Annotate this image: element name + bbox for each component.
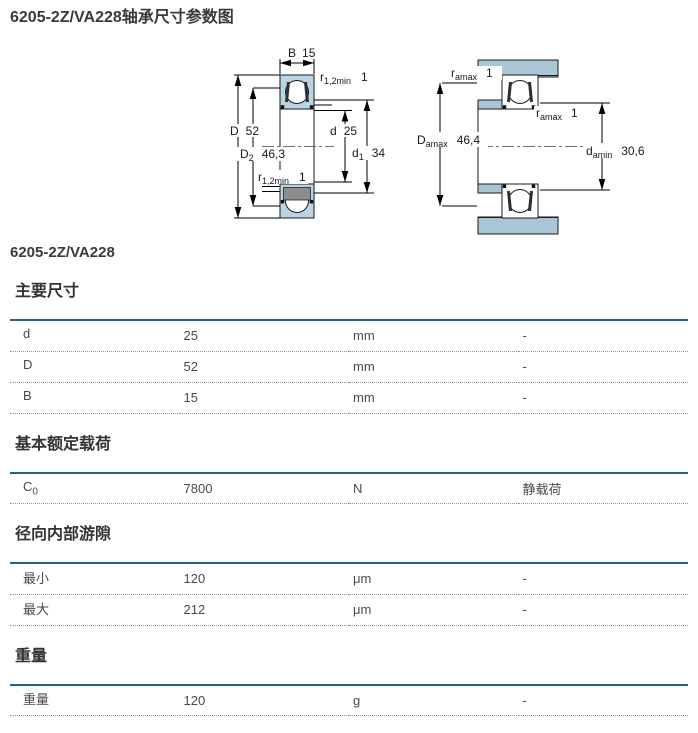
spec-table: C0 7800 N 静载荷 [10,471,688,504]
spec-label-cell: d [10,320,180,352]
section-heading: 重量 [15,647,48,665]
spec-unit-cell: N [349,472,519,504]
spec-label-text: C [23,478,33,494]
housing-bottom [477,216,559,235]
spec-label-text: d [23,326,31,342]
spec-note-cell: 静载荷 [518,472,688,504]
ball [285,80,309,104]
ball [508,80,532,104]
spec-value-cell: 15 [179,382,349,414]
spec-label-sub: 0 [32,486,38,498]
shaft-shoulder-top [477,99,503,110]
bearing-designation: 6205-2Z/VA228 [10,244,115,261]
spec-note-cell: - [518,563,688,595]
ball [508,189,532,213]
table-row: 最小 120 μm - [10,563,688,595]
spec-label-cell: C0 [10,472,180,504]
section-heading: 径向内部游隙 [15,526,112,543]
spec-label-text: 最大 [23,601,50,617]
spec-label-text: 最小 [23,570,50,586]
spec-note-cell: - [518,382,688,414]
spec-label-cell: 最小 [10,563,180,595]
section-radial-internal-clearance: 径向内部游隙 最小 120 μm - 最大 212 μm - [0,526,698,626]
spec-note-cell: - [518,351,688,383]
spec-label-cell: 最大 [10,594,180,626]
right-top-ring-section [501,74,539,110]
section-heading: 基本额定载荷 [15,435,112,453]
spec-note-cell: - [518,320,688,352]
spec-value-cell: 7800 [179,472,349,504]
table-row: 重量 120 g - [10,684,688,716]
table-row: d 25 mm - [10,320,688,352]
section-principal-dimensions: 主要尺寸 d 25 mm - D 52 mm - B 15 mm - [0,283,698,414]
table-row: B 15 mm - [10,382,688,414]
spec-value-cell: 52 [179,351,349,383]
spec-unit-cell: mm [349,320,519,352]
spec-label-cell: 重量 [10,684,180,716]
spec-label-text: D [23,357,33,373]
spec-note-cell: - [518,684,688,716]
right-mounted-bearing-diagram [460,59,630,235]
spec-table: 重量 120 g - [10,683,688,716]
spec-unit-cell: g [349,684,519,716]
table-row: 最大 212 μm - [10,594,688,626]
spec-label-cell: B [10,382,180,414]
label-backgrounds [227,66,649,184]
cage [283,187,311,201]
spec-label-text: 重量 [23,692,50,708]
spec-value-cell: 212 [179,594,349,626]
spec-table: 最小 120 μm - 最大 212 μm - [10,562,688,626]
table-row: C0 7800 N 静载荷 [10,472,688,504]
section-mass: 重量 重量 120 g - [0,647,698,716]
section-heading: 主要尺寸 [15,283,80,300]
spec-table: d 25 mm - D 52 mm - B 15 mm - [10,319,688,414]
spec-value-cell: 25 [179,320,349,352]
left-top-ring-section [279,74,315,110]
right-bottom-ring-section [501,183,539,219]
left-bottom-ring-section [279,183,315,219]
spec-label-text: B [23,388,32,404]
spec-note-cell: - [518,594,688,626]
spec-label-cell: D [10,351,180,383]
section-basic-load-ratings: 基本额定载荷 C0 7800 N 静载荷 [0,435,698,504]
spec-unit-cell: μm [349,563,519,595]
spec-unit-cell: μm [349,594,519,626]
left-bearing-cross-section [262,74,334,219]
table-row: D 52 mm - [10,351,688,383]
dimension-lines [234,59,610,219]
spec-unit-cell: mm [349,351,519,383]
shaft-shoulder-bottom [477,183,503,194]
page-title: 6205-2Z/VA228轴承尺寸参数图 [10,9,234,26]
spec-unit-cell: mm [349,382,519,414]
spec-value-cell: 120 [179,684,349,716]
spec-value-cell: 120 [179,563,349,595]
